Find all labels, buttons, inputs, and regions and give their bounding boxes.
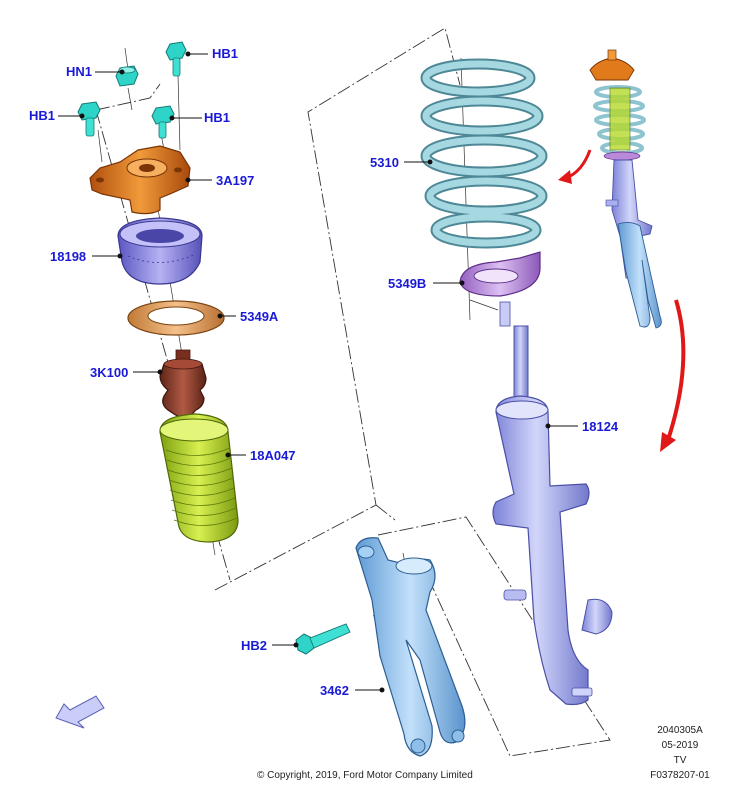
part-18124-strut [492,301,613,706]
callout-hn1: HN1 [66,64,93,79]
illustration-code: 2040305A [657,725,703,736]
fastener-hb2-bolt [295,623,351,655]
part-3a197-top-mount [89,145,191,215]
copyright-notice: © Copyright, 2019, Ford Motor Company Li… [257,770,473,781]
callout-hb1-top: HB1 [212,46,239,61]
callout-5310: 5310 [370,155,399,170]
callout-3k100: 3K100 [90,365,129,380]
callout-3a197: 3A197 [216,173,255,188]
callout-hb2: HB2 [241,638,268,653]
fastener-hb1-bolt-right [151,105,175,139]
part-5349a-lower-insulator [127,300,225,336]
callout-5349b: 5349B [388,276,427,291]
callout-18a047: 18A047 [250,448,296,463]
part-18198-bearing [117,217,203,285]
callout-hb1-left: HB1 [29,108,56,123]
part-5349b-upper-insulator [459,251,541,297]
red-arrows [558,149,686,452]
callout-18124: 18124 [582,419,619,434]
part-5310-coil-spring [420,58,548,249]
view-direction-arrow [55,695,105,729]
callout-5349a: 5349A [240,309,279,324]
illustration-reference: F0378207-01 [650,770,710,781]
illustration-date: 05-2019 [661,740,699,751]
fastener-hb1-bolt-left [77,101,101,137]
fastener-hb1-bolt-top [165,41,187,77]
callout-18198: 18198 [50,249,87,264]
fastener-hn1-nut [115,65,139,87]
callout-hb1-right: HB1 [204,110,231,125]
part-3462-knuckle [355,537,466,757]
callout-3462: 3462 [320,683,349,698]
assembly-overview-thumbnail [589,49,662,329]
part-18a047-dust-boot [159,413,239,543]
leader-lines [58,51,578,693]
illustration-view: TV [673,755,687,766]
